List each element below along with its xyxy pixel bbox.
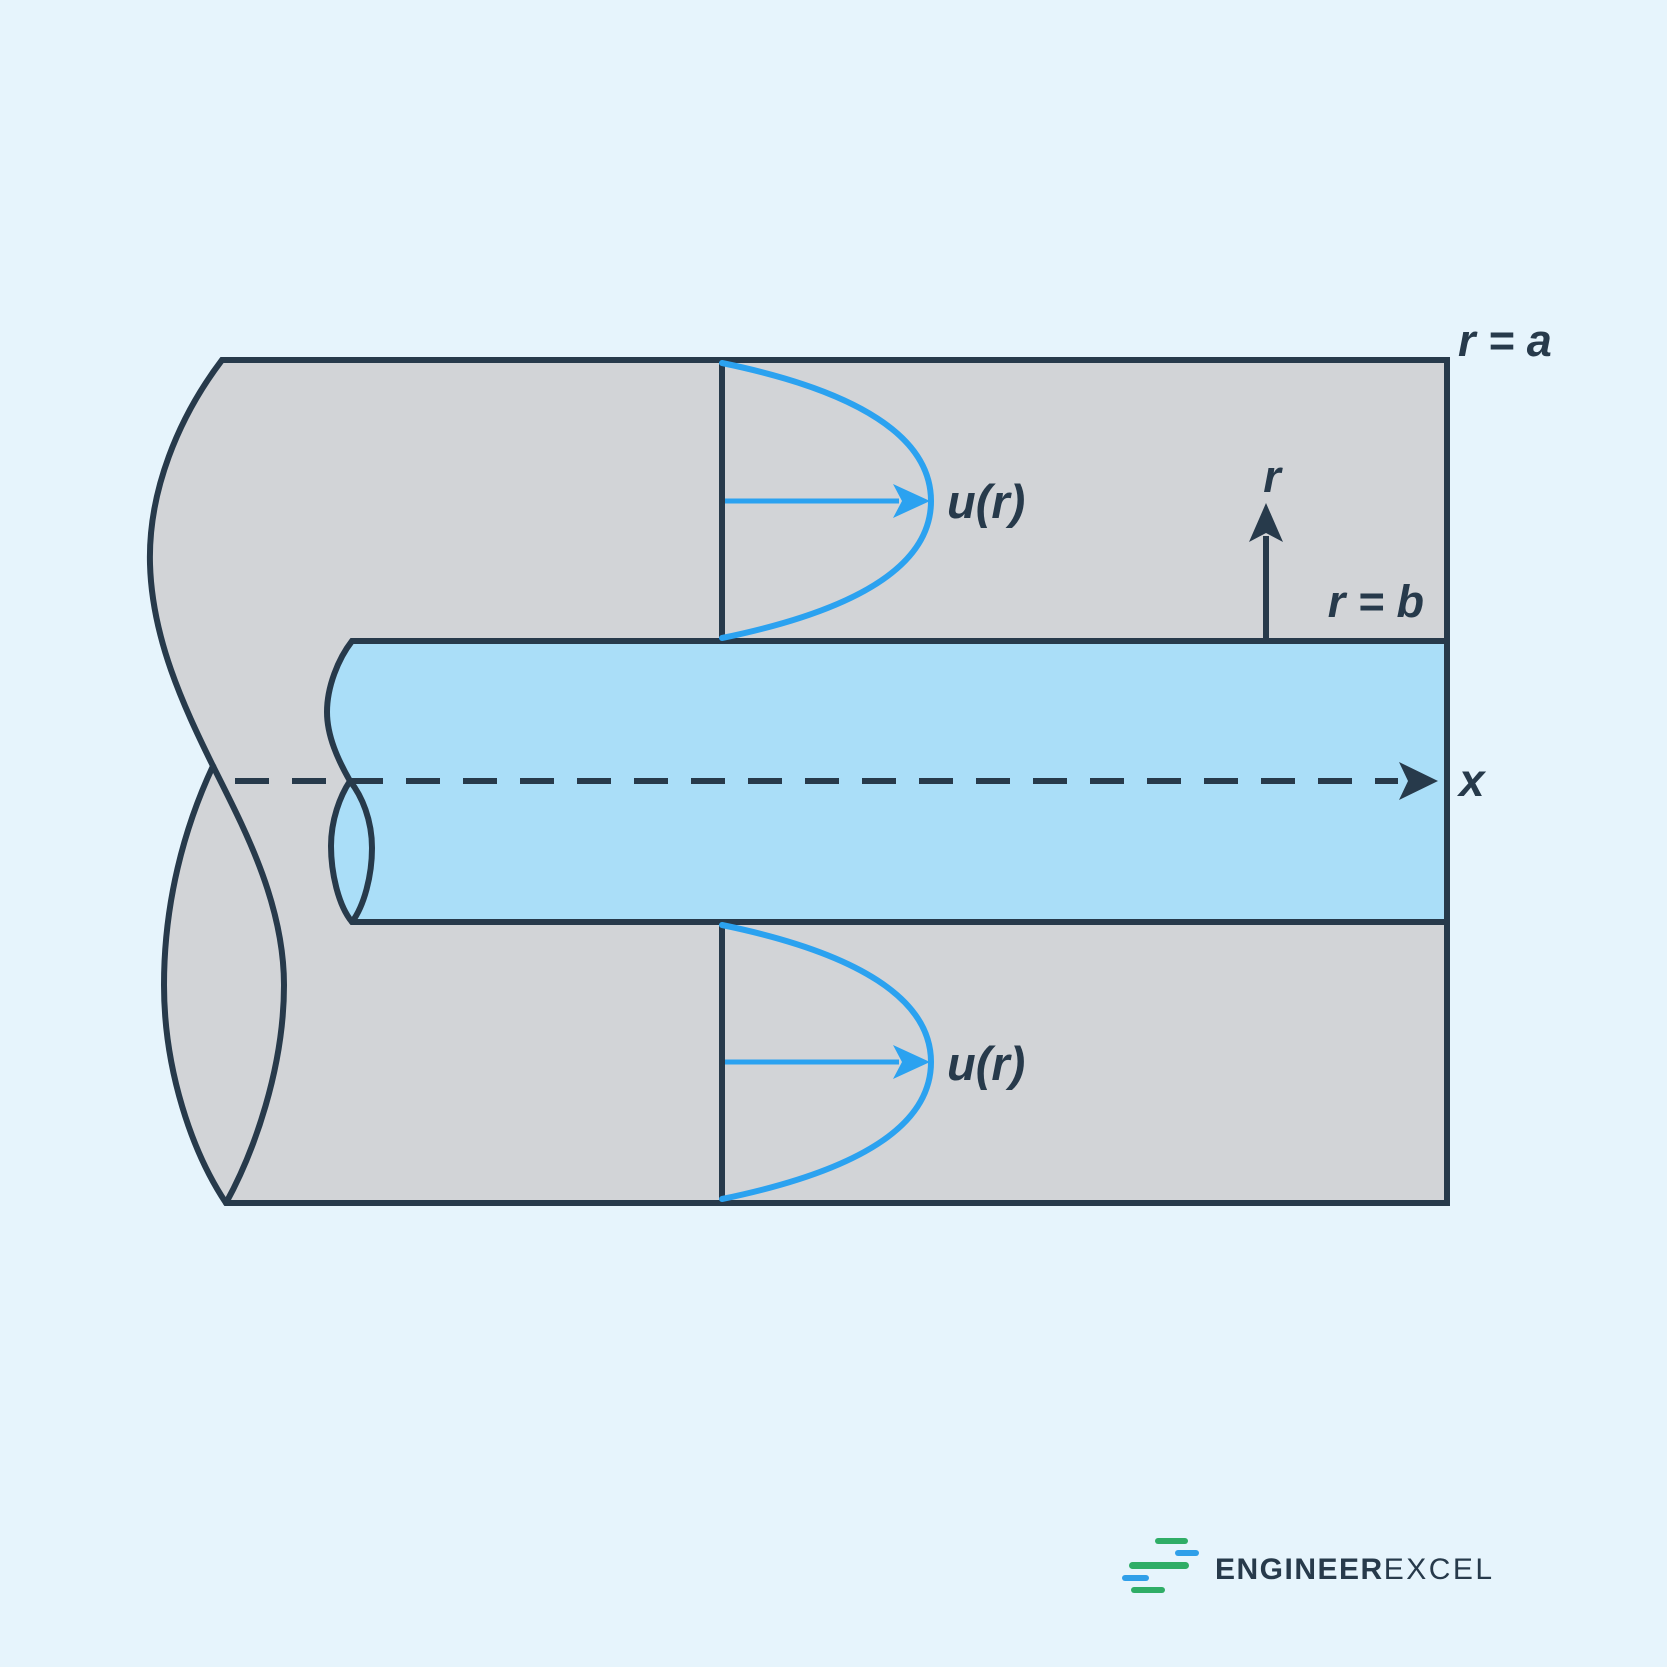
outer-pipe-break-face [210,763,288,1206]
logo-text-engineer: ENGINEER [1215,1553,1384,1586]
velocity-profile-curve-bottom [719,922,935,1202]
velocity-arrowhead-top-icon [893,484,930,518]
label-outer-radius: r = a [1458,315,1552,366]
logo-wordmark: ENGINEEREXCEL [1215,1555,1495,1585]
logo-bar-icon [1155,1538,1188,1544]
label-velocity-top: u(r) [947,475,1025,528]
inner-cylinder-break-face [347,778,376,925]
logo-bar-icon [1175,1550,1199,1556]
logo-text-excel: EXCEL [1383,1553,1495,1586]
label-r-axis: r [1263,451,1283,502]
label-inner-radius: r = b [1328,576,1424,627]
logo-bar-icon [1122,1575,1149,1581]
engineerexcel-logo-icon [1115,1518,1210,1608]
x-axis-arrowhead-icon [1399,762,1438,800]
engineerexcel-logo: ENGINEEREXCEL [1115,1518,1575,1608]
r-axis-arrowhead-icon [1249,503,1283,542]
logo-bar-icon [1129,1562,1189,1569]
velocity-profile-curve-top [719,360,935,641]
label-x-axis: x [1456,754,1487,806]
label-velocity-bottom: u(r) [947,1037,1025,1090]
logo-bar-icon [1131,1587,1165,1593]
velocity-arrowhead-bottom-icon [893,1045,930,1079]
